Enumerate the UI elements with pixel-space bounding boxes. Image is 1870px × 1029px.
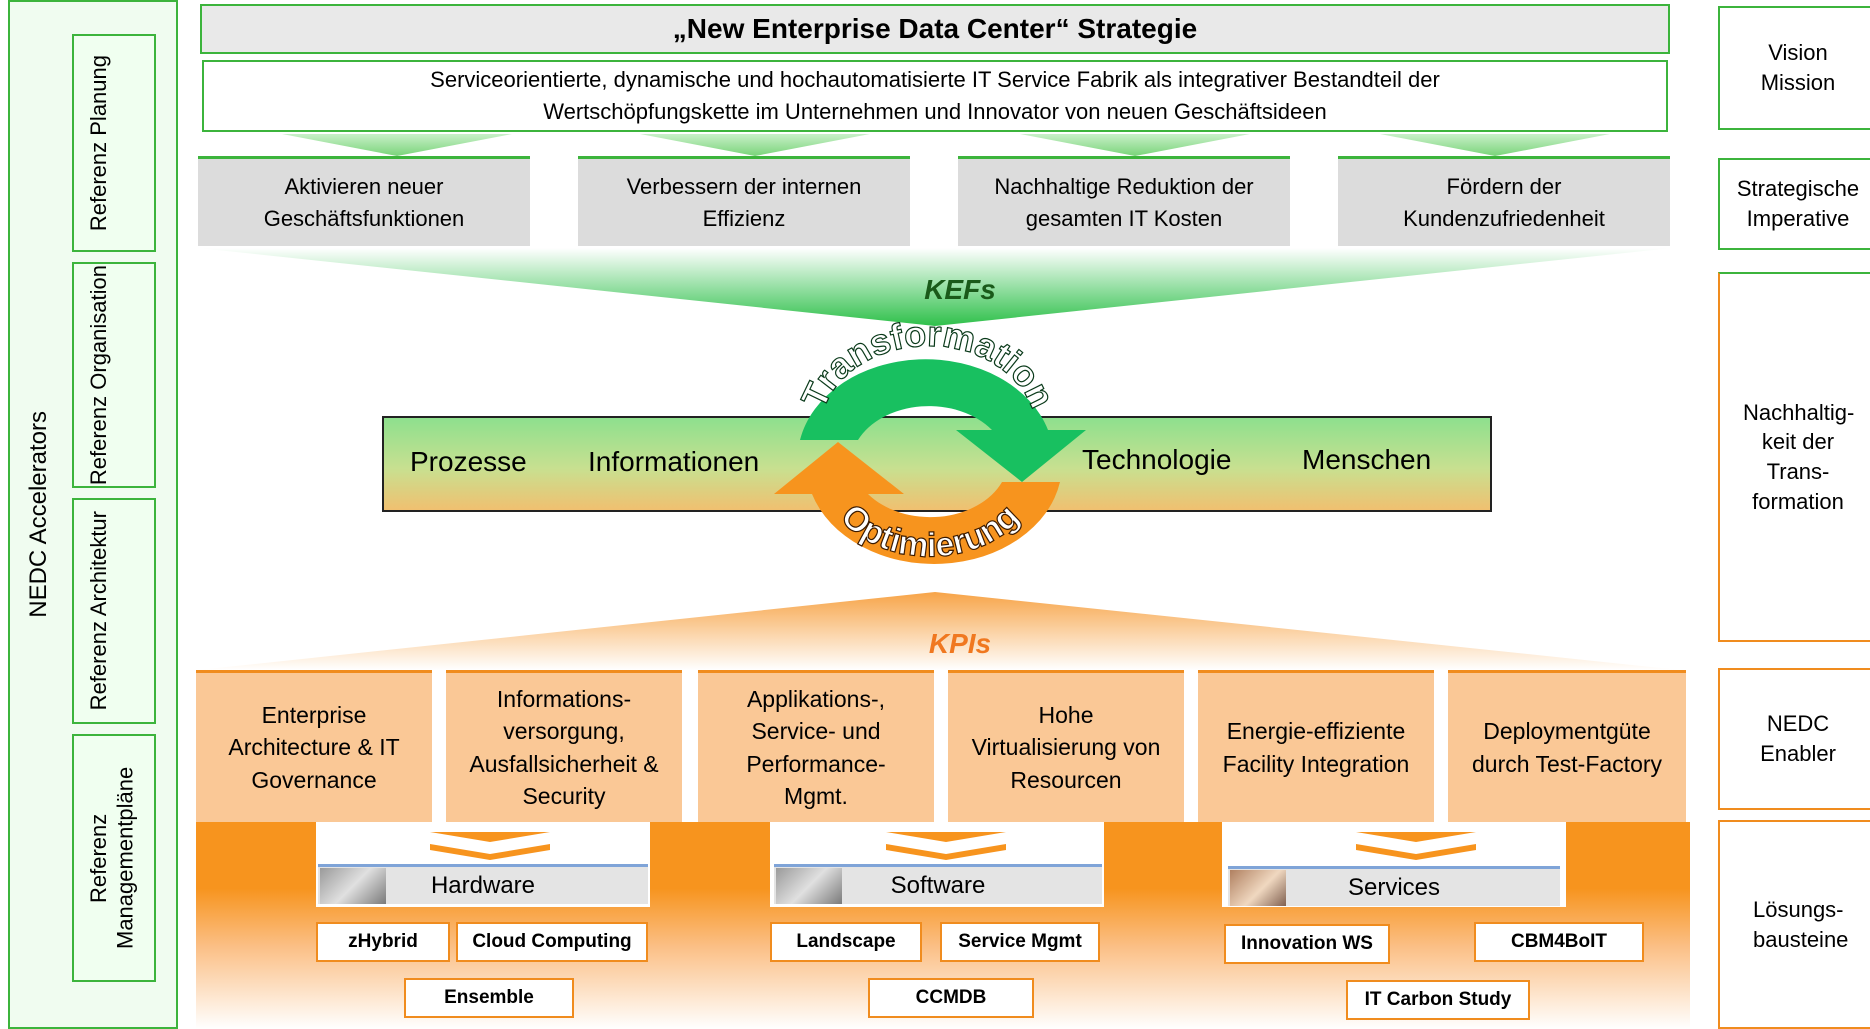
block-ensemble: Ensemble [404,978,574,1018]
hardware-image [320,868,386,904]
imperative-line: Fördern der [1446,173,1562,199]
reference-architecture: Referenz Architektur [72,498,156,724]
enabler-line: Energie-effiziente [1226,718,1406,745]
enabler-box: Hohe Virtualisierung von Resourcen [948,670,1184,822]
enabler-line: Hohe [1038,702,1094,729]
kpi-funnel [198,592,1680,670]
enabler-line: Informations- [496,686,632,713]
enabler-line: durch Test-Factory [1471,750,1663,777]
enabler-line: Deploymentgüte [1483,718,1651,745]
transformation-band [382,416,1492,512]
enabler-box: Energie-effiziente Facility Integration [1198,670,1434,822]
imperative-box: Nachhaltige Reduktion der gesamten IT Ko… [958,156,1290,246]
band-label-people: Menschen [1302,444,1432,475]
enabler-box: Deploymentgüte durch Test-Factory [1448,670,1686,822]
enabler-line: Applikations-, [746,686,886,713]
block-service-mgmt: Service Mgmt [940,922,1100,962]
enabler-line: Mgmt. [784,782,848,809]
block-cbm4boit: CBM4BoIT [1474,922,1644,962]
strategy-title-text: „New Enterprise Data Center“ Strategie [672,13,1198,44]
enabler-box: Applikations-, Service- und Performance-… [698,670,934,822]
strategy-title: „New Enterprise Data Center“ Strategie [200,4,1670,54]
band-label-technology: Technologie [1082,444,1232,475]
right-strategic-imperatives-label: Strategische Imperative [1736,176,1860,231]
imperative-box: Fördern der Kundenzufriedenheit [1338,156,1670,246]
chevron-down-icon [430,832,550,860]
right-nedc-enabler-label: NEDC Enabler [1760,711,1836,766]
imperative-line: Aktivieren neuer [284,173,444,199]
reference-architecture-label: Referenz Architektur [86,511,111,711]
reference-management-label: Referenz Managementpläne [86,766,138,950]
vision-line-2: Wertschöpfungskette im Unternehmen und I… [543,99,1327,124]
software-label: Software [890,871,986,899]
block-cloud-computing: Cloud Computing [456,922,648,962]
enabler-line: Governance [251,766,377,793]
kef-funnel [198,248,1672,326]
reference-planning: Referenz Planung [72,34,156,252]
imperative-line: Kundenzufriedenheit [1403,205,1605,231]
vision-arrow [282,134,512,156]
reference-organisation: Referenz Organisation [72,262,156,488]
block-zhybrid: zHybrid [316,922,450,962]
right-strategic-imperatives: Strategische Imperative [1718,158,1870,250]
chevron-down-icon [1356,832,1476,860]
enabler-box: Enterprise Architecture & IT Governance [196,670,432,822]
enabler-line: Virtualisierung von [971,734,1161,761]
imperative-line: Effizienz [702,205,786,231]
enabler-line: Architecture & IT [228,734,400,761]
optimierung-arrow [774,442,1060,564]
right-building-blocks: Lösungs-bausteine [1718,820,1870,1029]
band-label-information: Informationen [588,446,760,477]
block-ccmdb: CCMDB [868,978,1034,1018]
reference-planning-label: Referenz Planung [86,54,111,232]
accelerators-label: NEDC Accelerators [14,0,64,1029]
vision-line-1: Serviceorientierte, dynamische und hocha… [430,67,1440,93]
vision-arrow [1380,134,1610,156]
accelerators-text: NEDC Accelerators [25,411,52,618]
cycle-arrows: Transformation Optimierung [774,322,1086,566]
vision-statement: Serviceorientierte, dynamische und hocha… [202,60,1668,132]
kpis-label: KPIs [928,628,992,659]
right-sustainability-label: Nachhaltig-keit der Trans-formation [1743,399,1855,514]
reference-organisation-label: Referenz Organisation [86,264,111,486]
right-building-blocks-label: Lösungs-bausteine [1753,896,1849,952]
software-image [776,868,842,904]
imperative-line: Nachhaltige Reduktion der [994,173,1254,199]
imperative-line: gesamten IT Kosten [1025,205,1223,231]
hardware-label: Hardware [430,871,536,899]
imperative-box: Aktivieren neuer Geschäftsfunktionen [198,156,530,246]
enabler-line: Facility Integration [1222,750,1410,777]
services-label: Services [1347,873,1441,901]
right-sustainability: Nachhaltig-keit der Trans-formation [1718,272,1870,642]
enabler-line: Performance- [746,750,886,777]
right-vision-mission: Vision Mission [1718,6,1870,130]
enabler-line: Service- und [751,718,881,745]
reference-management: Referenz Managementpläne [72,734,156,982]
imperative-line: Geschäftsfunktionen [263,205,465,231]
kefs-label: KEFs [924,274,996,305]
imperative-line: Verbessern der internen [626,173,862,199]
band-label-processes: Prozesse [410,446,527,477]
block-it-carbon-study: IT Carbon Study [1346,980,1530,1020]
enabler-line: versorgung, [503,718,625,745]
right-nedc-enabler: NEDC Enabler [1718,668,1870,810]
block-innovation-ws: Innovation WS [1224,924,1390,964]
vision-arrow [640,134,870,156]
enabler-line: Security [522,782,606,809]
vision-arrow [1020,134,1250,156]
enabler-line: Ausfallsicherheit & [469,750,659,777]
block-landscape: Landscape [770,922,922,962]
enabler-box: Informations- versorgung, Ausfallsicherh… [446,670,682,822]
services-image [1230,870,1286,906]
right-vision-mission-label: Vision Mission [1760,40,1836,95]
chevron-down-icon [886,832,1006,860]
transformation-arrow [800,359,1086,482]
enabler-line: Enterprise [261,702,367,729]
enabler-line: Resourcen [1010,766,1122,793]
optimierung-text: Optimierung [834,497,1027,565]
imperative-box: Verbessern der internen Effizienz [578,156,910,246]
